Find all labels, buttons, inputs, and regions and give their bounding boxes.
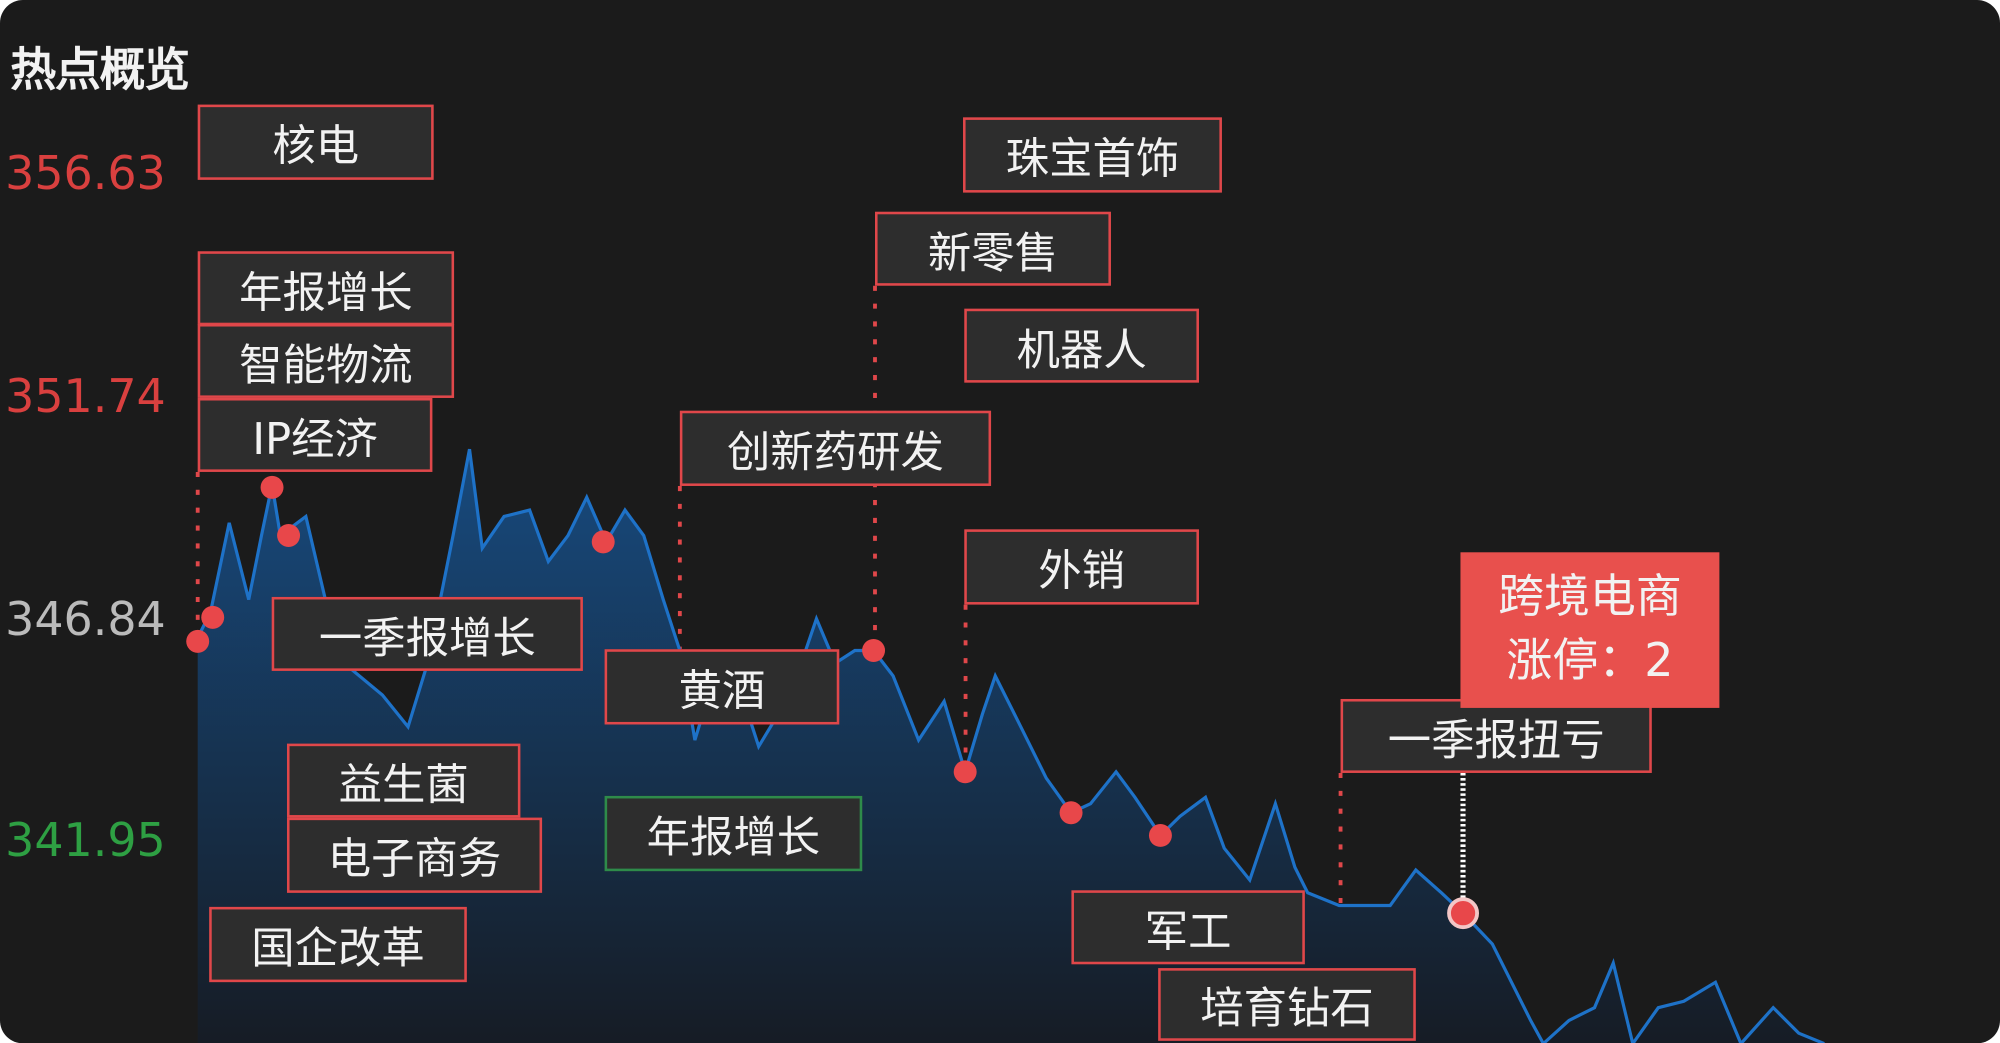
hotspot-tag[interactable]: 机器人 (964, 308, 1199, 383)
hotspot-tooltip: 跨境电商 涨停：2 (1460, 552, 1720, 708)
hotspot-tag[interactable]: 军工 (1071, 890, 1305, 965)
hotspot-tag[interactable]: 年报增长 (604, 795, 863, 872)
event-marker[interactable] (201, 605, 225, 629)
y-tick-label: 351.74 (5, 371, 166, 424)
hotspot-tag[interactable]: 一季报增长 (271, 596, 583, 671)
event-marker[interactable] (260, 475, 284, 499)
hotspot-tag[interactable]: 创新药研发 (679, 410, 992, 486)
hotspot-tag[interactable]: 核电 (197, 104, 434, 180)
hotspot-tag[interactable]: 电子商务 (286, 817, 543, 893)
event-marker[interactable] (1148, 823, 1172, 847)
hotspot-tag[interactable]: 益生菌 (286, 743, 521, 818)
tooltip-limit-up-count: 涨停：2 (1506, 635, 1674, 688)
y-tick-label: 356.63 (5, 147, 166, 201)
y-tick-label: 341.95 (5, 815, 166, 868)
hotspot-tag[interactable]: 国企改革 (209, 906, 467, 983)
hotspot-tag[interactable]: 培育钻石 (1158, 968, 1416, 1041)
event-marker[interactable] (1059, 801, 1083, 825)
tooltip-title: 跨境电商 (1498, 571, 1682, 624)
event-marker[interactable] (277, 524, 301, 548)
hotspot-tag[interactable]: 珠宝首饰 (963, 117, 1222, 193)
hotspot-tag[interactable]: 外销 (964, 529, 1199, 605)
y-tick-label: 346.84 (5, 594, 166, 647)
hotspot-tag[interactable]: IP经济 (197, 397, 433, 472)
event-marker[interactable] (862, 639, 886, 662)
series-area (197, 449, 1823, 1043)
panel-title: 热点概览 (10, 44, 190, 97)
hotspot-tag[interactable]: 年报增长 (197, 251, 455, 326)
hotspot-tag[interactable]: 智能物流 (197, 323, 455, 398)
event-marker[interactable] (186, 629, 210, 653)
hotspot-tag[interactable]: 新零售 (874, 211, 1111, 286)
highlighted-event-marker[interactable] (1447, 897, 1480, 930)
event-marker[interactable] (591, 530, 615, 554)
hotspot-tag[interactable]: 一季报扭亏 (1340, 698, 1652, 773)
hotspot-tag[interactable]: 黄酒 (604, 649, 840, 725)
event-marker[interactable] (953, 760, 977, 784)
